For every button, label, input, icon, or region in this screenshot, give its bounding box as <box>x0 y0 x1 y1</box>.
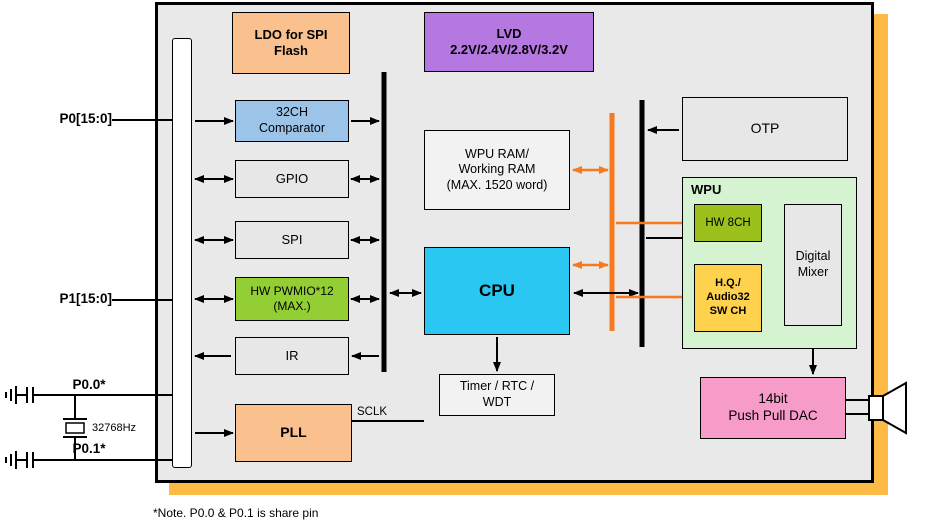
p0-1-pin-label: P0.1* <box>72 441 106 456</box>
pwmio-label-line1: HW PWMIO*12 <box>250 284 334 298</box>
ldo-label-line1: LDO for SPI <box>254 26 328 42</box>
footnote: *Note. P0.0 & P0.1 is share pin <box>153 506 319 520</box>
wpu-ram-block: WPU RAM/ Working RAM (MAX. 1520 word) <box>424 130 570 210</box>
black-arrows <box>194 117 817 437</box>
ir-label: IR <box>285 347 299 363</box>
ldo-label-line2: Flash <box>274 43 308 58</box>
hq-label-line1: H.Q./ <box>715 277 741 290</box>
timer-label-line2: WDT <box>482 395 512 409</box>
wpu-label: WPU <box>691 182 722 197</box>
dac-label-line1: 14bit <box>758 391 788 407</box>
hq-label-line3: SW CH <box>709 304 747 317</box>
lvd-label-line1: LVD <box>496 25 522 41</box>
pll-label: PLL <box>280 424 307 441</box>
ir-block: IR <box>235 337 349 375</box>
gpio-block: GPIO <box>235 160 349 198</box>
wpu-ram-label-line3: (MAX. 1520 word) <box>446 177 548 192</box>
p0-bus-label: P0[15:0] <box>59 111 112 126</box>
p1-bus-label: P1[15:0] <box>59 291 112 306</box>
wpu-ram-label-line1: WPU RAM/ <box>465 146 529 161</box>
comparator-block: 32CH Comparator <box>235 100 349 142</box>
speaker-wires <box>846 399 871 415</box>
pwmio-block: HW PWMIO*12 (MAX.) <box>235 277 349 321</box>
mixer-label-line2: Mixer <box>797 265 829 279</box>
crystal-icon <box>63 418 87 438</box>
otp-block: OTP <box>682 97 848 161</box>
comparator-label-line1: 32CH <box>276 105 308 120</box>
spi-label: SPI <box>281 231 303 247</box>
orange-arrows <box>572 166 692 301</box>
dac-label-line2: Push Pull DAC <box>728 408 818 423</box>
mixer-label-line1: Digital <box>795 249 831 264</box>
timer-rtc-wdt-block: Timer / RTC / WDT <box>439 374 555 416</box>
p0-0-pin-label: P0.0* <box>72 377 106 392</box>
ldo-block: LDO for SPI Flash <box>232 12 350 74</box>
timer-label-line1: Timer / RTC / <box>459 379 535 394</box>
dac-block: 14bit Push Pull DAC <box>700 377 846 439</box>
cpu-block: CPU <box>424 247 570 335</box>
wpu-ram-label-line2: Working RAM <box>458 162 536 177</box>
hw-8ch-block: HW 8CH <box>694 204 762 242</box>
hq-label-line2: Audio32 <box>706 291 750 304</box>
lvd-block: LVD 2.2V/2.4V/2.8V/3.2V <box>424 12 594 72</box>
speaker-icon <box>868 381 907 435</box>
pll-block: PLL <box>235 404 352 462</box>
otp-label: OTP <box>750 120 780 137</box>
io-pin-bus-bar <box>172 38 192 468</box>
pwmio-label-line2: (MAX.) <box>273 299 311 313</box>
lvd-label-line2: 2.2V/2.4V/2.8V/3.2V <box>450 42 568 57</box>
spi-block: SPI <box>235 221 349 259</box>
crystal-freq-label: 32768Hz <box>92 422 137 434</box>
gpio-label: GPIO <box>275 170 309 186</box>
sclk-label: SCLK <box>357 406 388 418</box>
cpu-label: CPU <box>479 281 515 301</box>
hq-audio32-block: H.Q./ Audio32 SW CH <box>694 264 762 332</box>
pin-wires <box>33 119 424 461</box>
comparator-label-line2: Comparator <box>259 121 325 135</box>
capacitor-ground-bottom-icon <box>5 451 34 469</box>
hw-8ch-label: HW 8CH <box>705 216 751 229</box>
digital-mixer-block: Digital Mixer <box>784 204 842 326</box>
capacitor-ground-top-icon <box>5 386 34 404</box>
